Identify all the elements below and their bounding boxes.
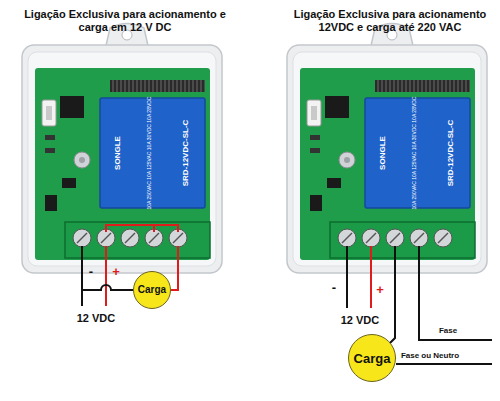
polarity-sign: +: [376, 283, 384, 298]
polarity-sign: +: [112, 265, 120, 280]
relay-module: [22, 24, 222, 274]
supply-voltage: 12 VDC: [77, 312, 116, 325]
relay-rating: 10A 250VAC 10A 125VAC 10A 30VDC 10A 28VD…: [412, 97, 418, 210]
relay-model: SRD-12VDC-SL-C: [446, 120, 455, 187]
load-label: Carga: [354, 351, 391, 366]
relay-rating: 10A 250VAC 10A 125VAC 10A 30VDC 10A 28VD…: [147, 97, 153, 210]
load-label: Carga: [138, 284, 166, 295]
relay-brand: SONGLE: [113, 136, 122, 170]
relay-brand: SONGLE: [378, 136, 387, 170]
wire-label: Fase: [439, 326, 457, 335]
load-circle: Carga: [133, 271, 171, 309]
diagram-title: Ligação Exclusiva para acionamento e car…: [15, 8, 235, 33]
diagram-title: Ligação Exclusiva para acionamento 12VDC…: [285, 8, 495, 33]
supply-voltage: 12 VDC: [341, 314, 380, 327]
polarity-sign: -: [89, 265, 93, 280]
wiring: [82, 225, 178, 306]
load-circle: Carga: [348, 334, 396, 382]
polarity-sign: -: [332, 281, 336, 296]
wire-label: Fase ou Neutro: [401, 351, 459, 360]
relay-module: [287, 24, 487, 274]
relay-model: SRD-12VDC-SL-C: [181, 120, 190, 187]
